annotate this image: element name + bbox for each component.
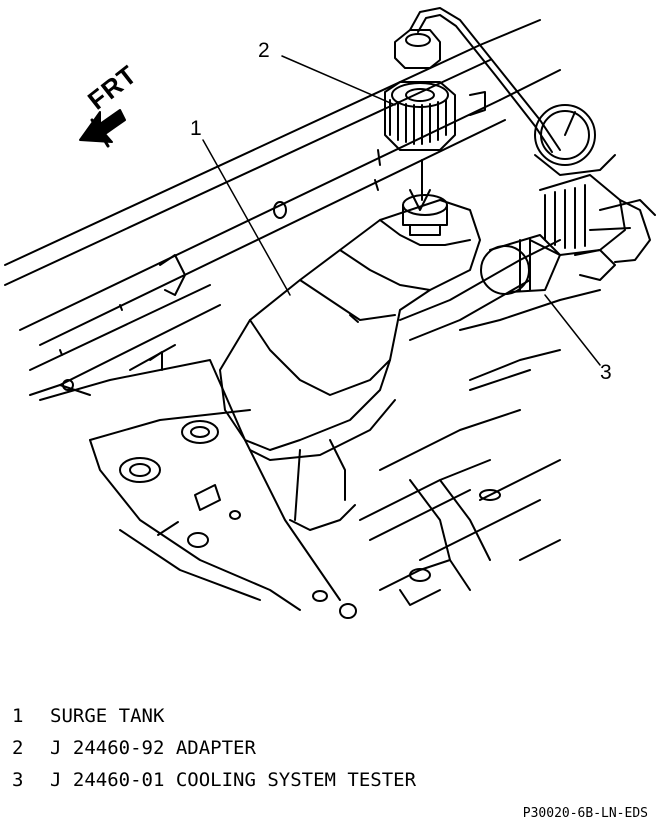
callout-number-3: 3 — [600, 361, 612, 384]
cooling-system-tester — [409, 7, 656, 295]
frame-details — [59, 91, 486, 371]
front-direction-arrow — [79, 109, 126, 148]
legend-number: 1 — [12, 705, 24, 727]
cap-adapter — [384, 29, 456, 211]
figure-reference-code: P30020-6B-LN-EDS — [522, 806, 648, 821]
legend-text: SURGE TANK — [50, 705, 165, 727]
inner-fender — [29, 351, 357, 619]
parts-legend: 1 SURGE TANK 2 J 24460-92 ADAPTER 3 J 24460… — [12, 700, 416, 796]
legend-item-surge-tank: 1 SURGE TANK — [12, 700, 416, 732]
leader-lines — [202, 55, 601, 366]
surge-tank-illustration — [4, 7, 656, 619]
legend-item-cooling-system-tester: 3 J 24460-01 COOLING SYSTEM TESTER — [12, 764, 416, 796]
engine-components — [359, 239, 601, 606]
surge-tank — [219, 194, 481, 531]
legend-number: 3 — [12, 769, 24, 791]
legend-text: J 24460-01 COOLING SYSTEM TESTER — [50, 769, 417, 791]
callout-number-2: 2 — [258, 39, 270, 62]
legend-number: 2 — [12, 737, 24, 759]
legend-text: J 24460-92 ADAPTER — [50, 737, 256, 759]
legend-item-adapter: 2 J 24460-92 ADAPTER — [12, 732, 416, 764]
callout-number-1: 1 — [190, 117, 202, 140]
